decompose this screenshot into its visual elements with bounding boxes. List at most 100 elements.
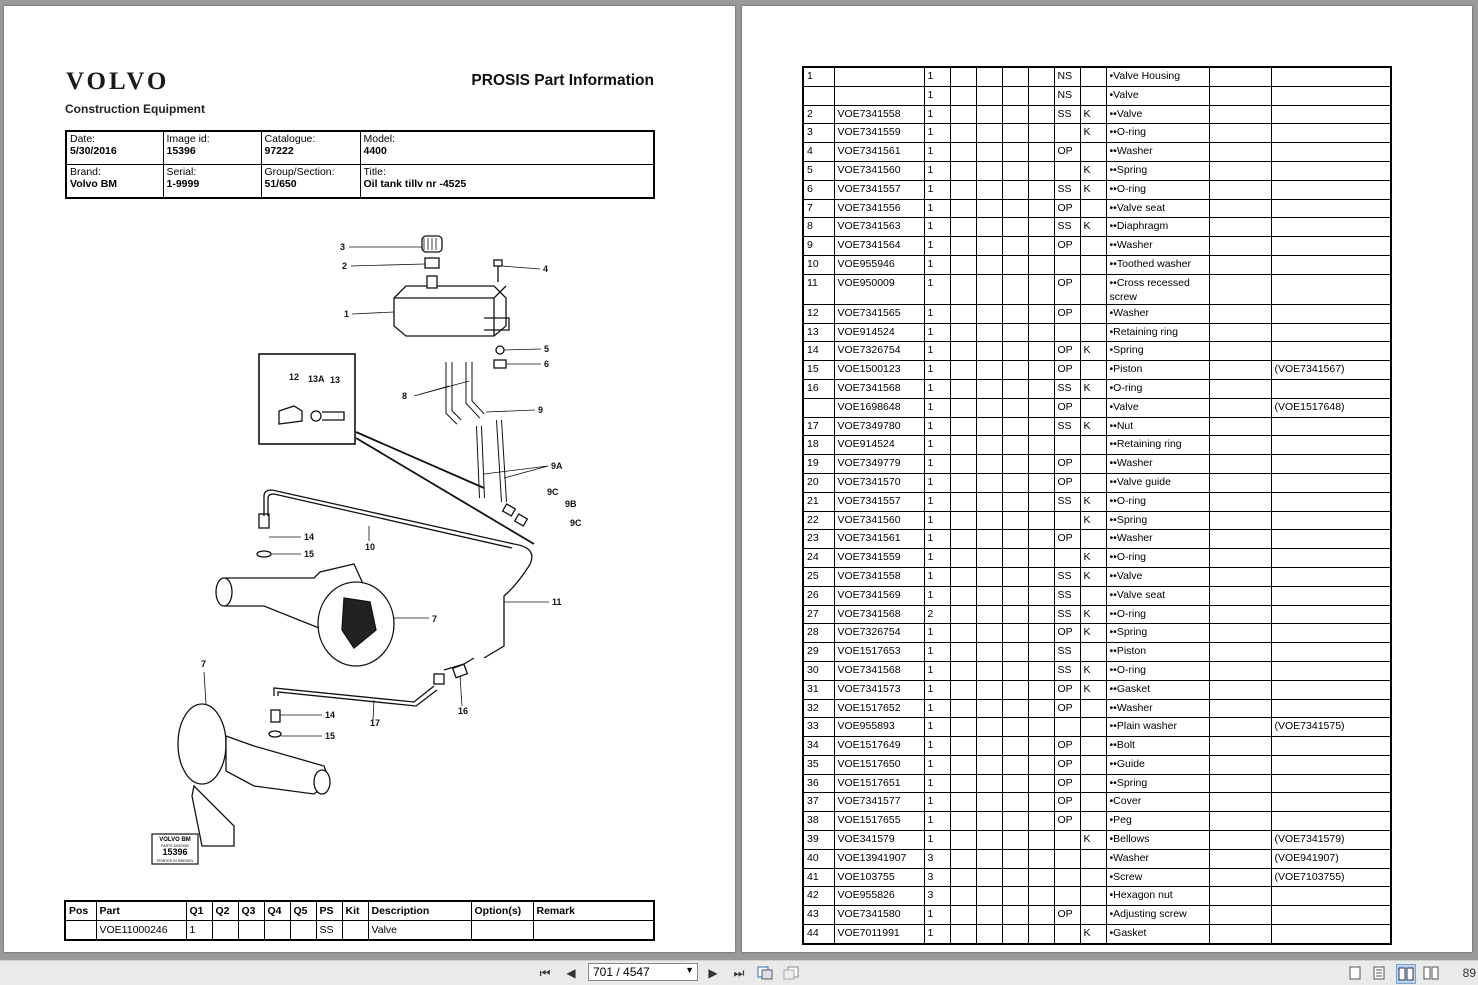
cell-description: •Valve <box>1105 397 1210 418</box>
first-page-icon: ⏮ <box>539 965 551 980</box>
cell-q1: 1 <box>923 585 951 606</box>
cell-q5 <box>1027 867 1055 888</box>
cell-q5 <box>1027 435 1055 456</box>
header-q3: Q3 <box>237 900 265 921</box>
cell-description: •Retaining ring <box>1105 322 1210 343</box>
cell-q2 <box>949 303 977 324</box>
continuous-view-button[interactable] <box>1370 964 1388 982</box>
cell-description: ••O-ring <box>1105 123 1210 144</box>
cell-q4 <box>1001 811 1029 832</box>
cell-q1: 1 <box>923 472 951 493</box>
cell-options <box>1208 303 1272 324</box>
cell-q5 <box>1027 322 1055 343</box>
cell-q3 <box>975 104 1003 125</box>
cell-pos: 41 <box>802 867 835 888</box>
cell-q4 <box>1001 435 1029 456</box>
callout-13a: 13A <box>308 374 325 384</box>
cell-remark <box>1270 529 1392 550</box>
cell-ps: OP <box>1053 142 1081 162</box>
cell-q4 <box>1001 66 1029 87</box>
cell-q1: 1 <box>923 566 951 587</box>
cell-q4 <box>1001 848 1029 869</box>
cell-part: VOE7349780 <box>833 416 925 437</box>
callout-7-bottom: 7 <box>201 659 206 669</box>
cell-description: ••Washer <box>1105 454 1210 474</box>
cell-description: ••Diaphragm <box>1105 217 1210 238</box>
cell-description: ••O-ring <box>1105 491 1210 512</box>
cell-q4 <box>1001 85 1029 106</box>
cell-q3 <box>975 698 1003 719</box>
cell-pos: 2 <box>802 104 835 125</box>
cell-pos: 8 <box>802 217 835 238</box>
cell-kit: K <box>1079 548 1107 568</box>
cell-q5 <box>1027 160 1055 181</box>
page-forward-button[interactable] <box>782 964 800 982</box>
page-back-button[interactable] <box>756 964 774 982</box>
cell-part: VOE955826 <box>833 886 925 907</box>
cell-q3 <box>975 123 1003 144</box>
cell-q2 <box>949 830 977 850</box>
cell-description: •Cover <box>1105 792 1210 813</box>
cell-kit <box>1079 322 1107 343</box>
cell-description: ••Spring <box>1105 510 1210 531</box>
cell-ps: SS <box>1053 416 1081 437</box>
cell-q3 <box>975 660 1003 681</box>
cell-q2 <box>949 548 977 568</box>
next-page-icon: ▶ <box>708 966 718 980</box>
cell-q3 <box>975 454 1003 474</box>
cell-part: VOE7349779 <box>833 454 925 474</box>
cell-ps: SS <box>1053 179 1081 200</box>
cell-description: ••Valve guide <box>1105 472 1210 493</box>
info-date: Date:5/30/2016 <box>65 130 164 165</box>
previous-page-button[interactable]: ◀ <box>562 964 580 982</box>
cell-part <box>833 66 925 87</box>
cell-description: ••Valve seat <box>1105 585 1210 606</box>
cell-q1: 1 <box>923 905 951 926</box>
cell-q3 <box>975 848 1003 869</box>
cell-q5 <box>1027 642 1055 662</box>
cell-q3 <box>975 642 1003 662</box>
first-page-button[interactable]: ⏮ <box>536 964 554 982</box>
callout-3: 3 <box>340 242 345 252</box>
page-number-select[interactable]: 701 / 4547 ▼ <box>588 963 698 981</box>
cell-pos: 40 <box>802 848 835 869</box>
cell-q5 <box>1027 491 1055 512</box>
last-page-button[interactable]: ⏭ <box>730 964 748 982</box>
cell-part: VOE914524 <box>833 322 925 343</box>
cell-description: •O-ring <box>1105 378 1210 399</box>
cell-part: VOE7341559 <box>833 123 925 144</box>
single-page-view-button[interactable] <box>1346 964 1364 982</box>
cell-pos: 4 <box>802 142 835 162</box>
cell-part: VOE1517651 <box>833 773 925 794</box>
cell-q1: 1 <box>923 623 951 644</box>
cell-remark <box>1270 510 1392 531</box>
cell-ps: SS <box>1053 378 1081 399</box>
cell-kit: K <box>1079 217 1107 238</box>
cell-q5 <box>1027 454 1055 474</box>
cell-q5 <box>1027 905 1055 926</box>
cell-q3 <box>975 472 1003 493</box>
cell-pos: 43 <box>802 905 835 926</box>
cell-pos: 35 <box>802 754 835 775</box>
cell-remark <box>1270 472 1392 493</box>
cell-q3 <box>975 142 1003 162</box>
two-page-view-button[interactable] <box>1396 964 1416 984</box>
next-page-button[interactable]: ▶ <box>704 964 722 982</box>
cell-q1: 1 <box>923 322 951 343</box>
cell-part: VOE7341565 <box>833 303 925 324</box>
cell-part: VOE1517655 <box>833 811 925 832</box>
header-q4: Q4 <box>263 900 291 921</box>
zoom-level: 89 <box>1462 966 1476 980</box>
cell-q2 <box>949 886 977 907</box>
cell-q1: 3 <box>923 848 951 869</box>
cell-q3 <box>237 920 265 941</box>
cell-q3 <box>975 679 1003 700</box>
cell-options <box>1208 660 1272 681</box>
cell-kit <box>1079 905 1107 926</box>
cell-kit <box>1079 142 1107 162</box>
two-page-continuous-button[interactable] <box>1422 964 1440 982</box>
cell-pos: 29 <box>802 642 835 662</box>
